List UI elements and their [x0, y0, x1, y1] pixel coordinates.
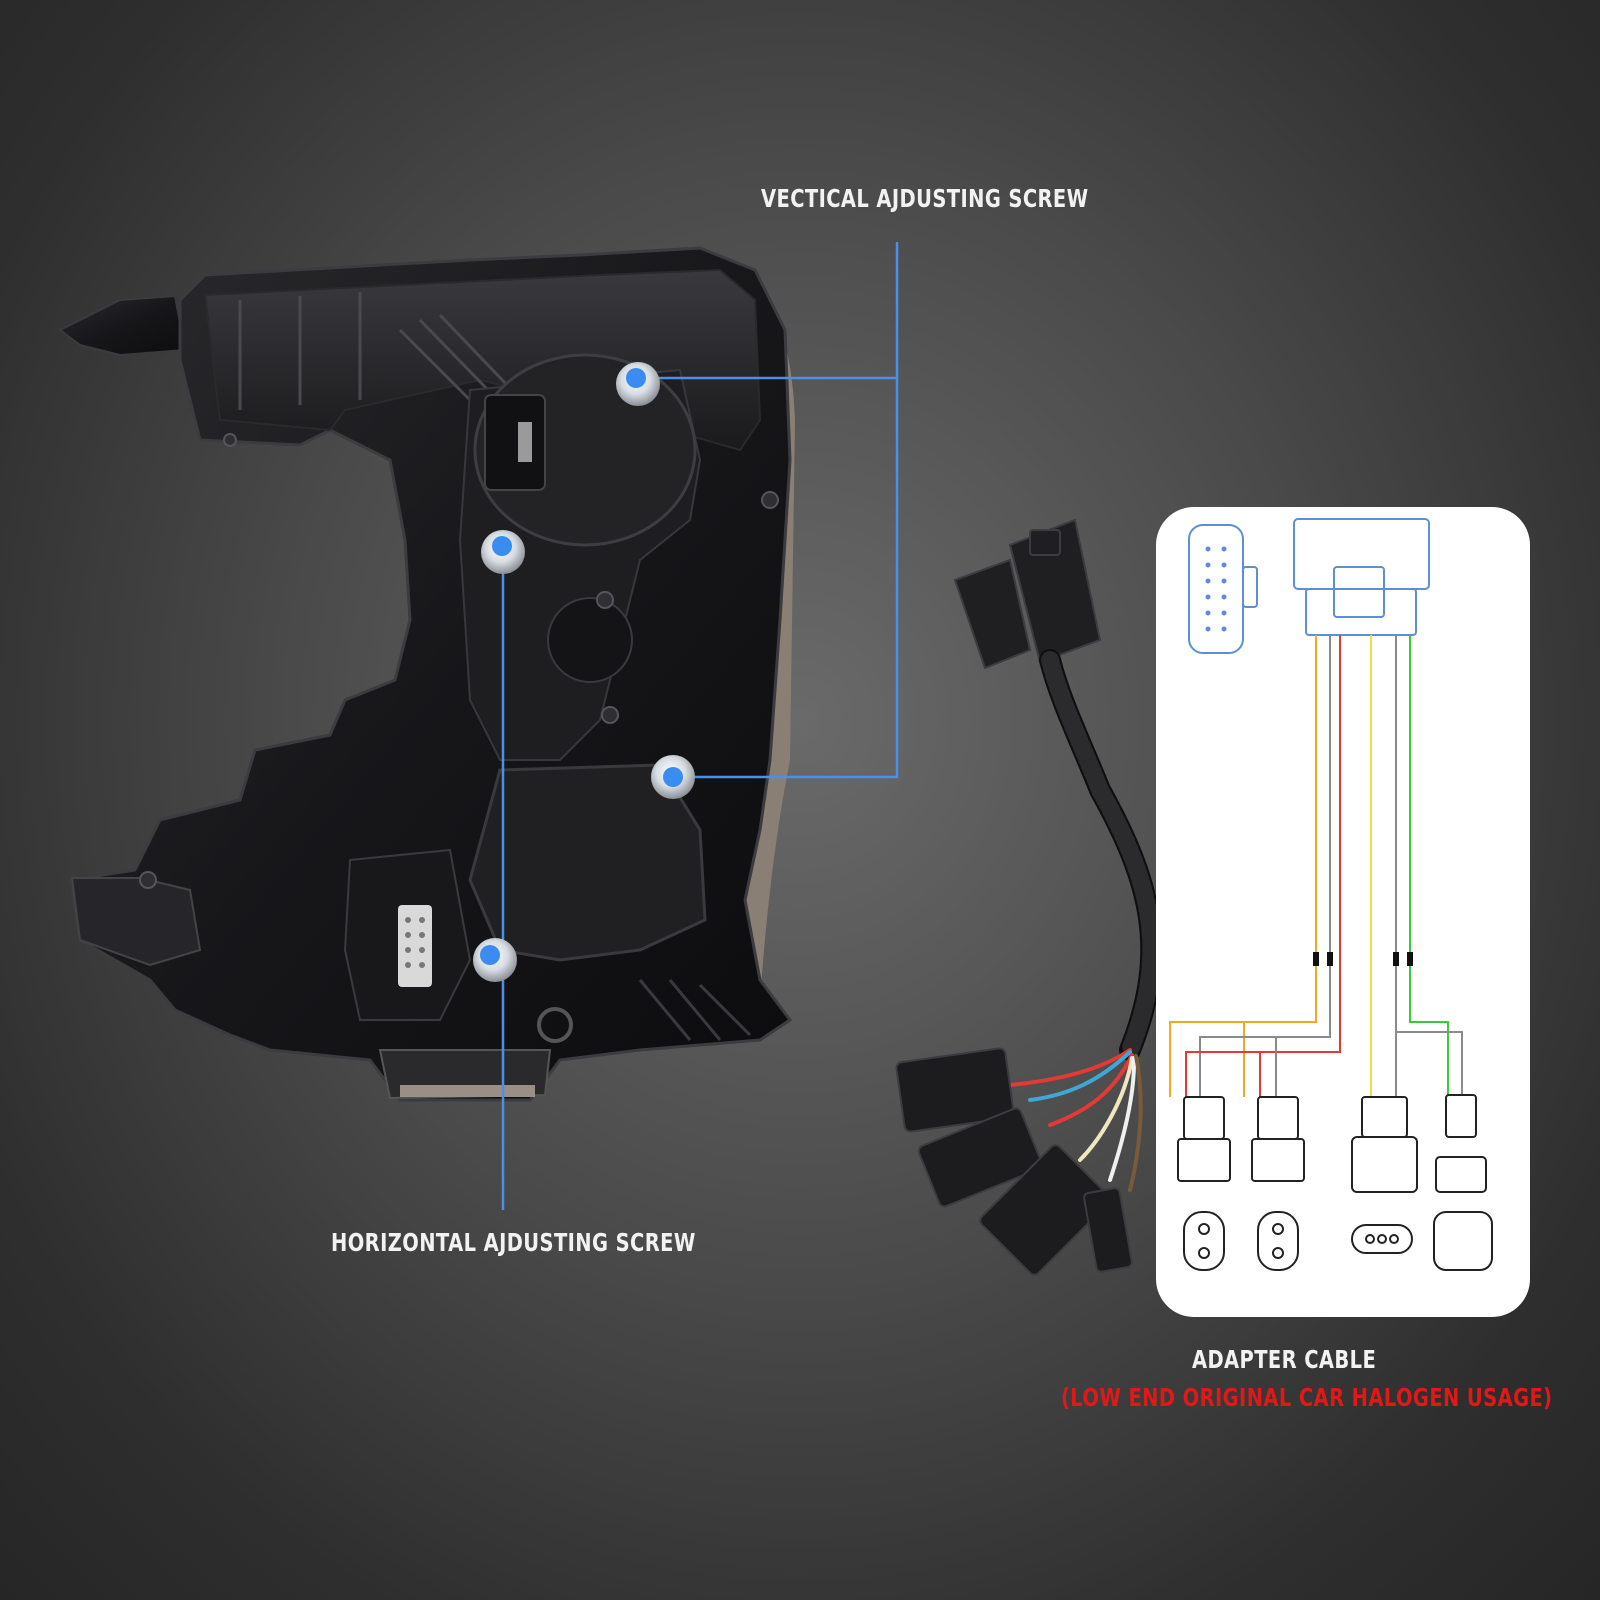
wiring-diagram-panel — [1156, 507, 1530, 1317]
wiring-diagram — [1169, 518, 1493, 1271]
horizontal-screw-label: HORIZONTAL AJDUSTING SCREW — [331, 1228, 696, 1257]
horizontal-adjusting-screw-top — [481, 530, 525, 574]
vertical-adjusting-screw-top — [616, 362, 660, 406]
horizontal-adjusting-screw-bottom — [473, 938, 517, 982]
vertical-screw-label: VECTICAL AJDUSTING SCREW — [761, 184, 1089, 213]
vertical-callout-line-lower — [673, 378, 899, 779]
oem-connector-icon — [1188, 524, 1244, 654]
adapter-cable-subtitle: (LOW END ORIGINAL CAR HALOGEN USAGE) — [1061, 1383, 1553, 1412]
harness-plug-icon — [1293, 518, 1430, 590]
adapter-cable-title: ADAPTER CABLE — [1192, 1345, 1377, 1374]
vertical-adjusting-screw-bottom — [651, 755, 695, 799]
